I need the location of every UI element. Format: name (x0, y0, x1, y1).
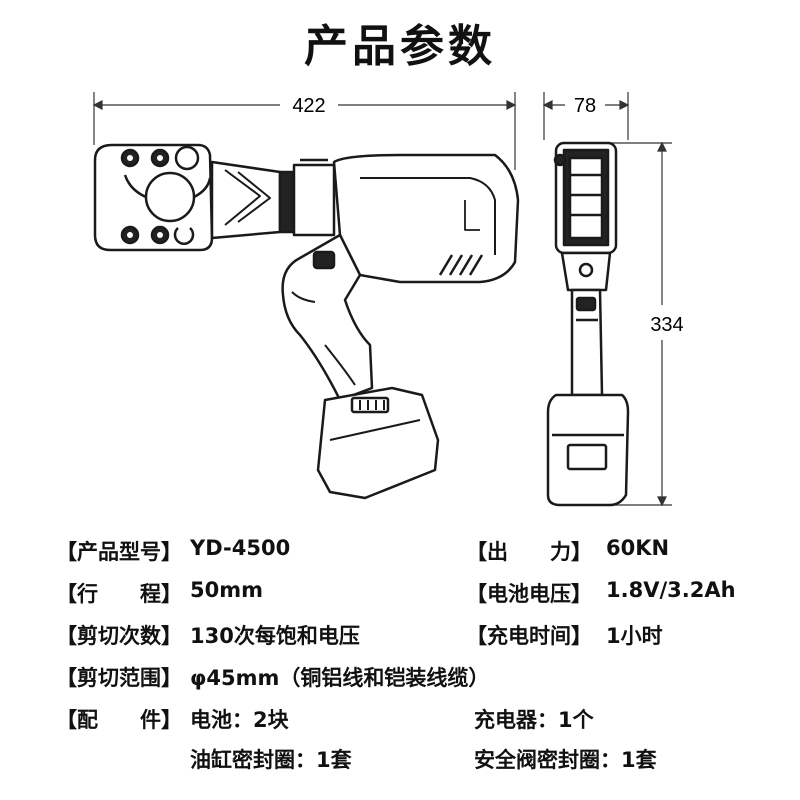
cutter-front-view (546, 141, 630, 507)
spec-model-value: YD-4500 (190, 536, 291, 560)
spec-cuts-value: 130次每饱和电压 (190, 624, 360, 648)
spec-stroke-value: 50mm (190, 578, 263, 602)
depth-label: 78 (574, 95, 596, 117)
switch-icon (312, 250, 336, 270)
width-label: 422 (292, 95, 325, 117)
spec-charge-value: 1小时 (606, 624, 663, 648)
spec-range-label: 【剪切范围】 (56, 666, 182, 690)
spec-acc-battery: 电池：2块 (190, 708, 289, 732)
page-title: 产品参数 (304, 21, 496, 72)
spec-cuts-label: 【剪切次数】 (56, 624, 182, 648)
height-dimension (610, 141, 672, 507)
spec-battery-value: 1.8V/3.2Ah (606, 578, 736, 602)
depth-dimension (542, 92, 630, 140)
product-drawing: 422 78 334 (92, 92, 684, 507)
spec-force-value: 60KN (606, 536, 670, 560)
cutter-side-view (93, 143, 520, 500)
spec-acc-charger: 充电器：1个 (474, 708, 594, 732)
spec-accessories-label: 【配 件】 (56, 708, 182, 732)
spec-battery-label: 【电池电压】 (466, 582, 592, 606)
spec-charge-label: 【充电时间】 (466, 624, 592, 648)
height-label: 334 (650, 314, 683, 336)
width-dimension (92, 92, 517, 170)
spec-force-label: 【出 力】 (466, 540, 592, 564)
spec-acc-seal: 油缸密封圈：1套 (190, 748, 352, 772)
spec-stroke-label: 【行 程】 (56, 582, 182, 606)
spec-model-label: 【产品型号】 (56, 540, 182, 564)
spec-range-value: φ45mm（铜铝线和铠装线缆） (190, 666, 490, 690)
spec-acc-valve-seal: 安全阀密封圈：1套 (474, 748, 657, 772)
